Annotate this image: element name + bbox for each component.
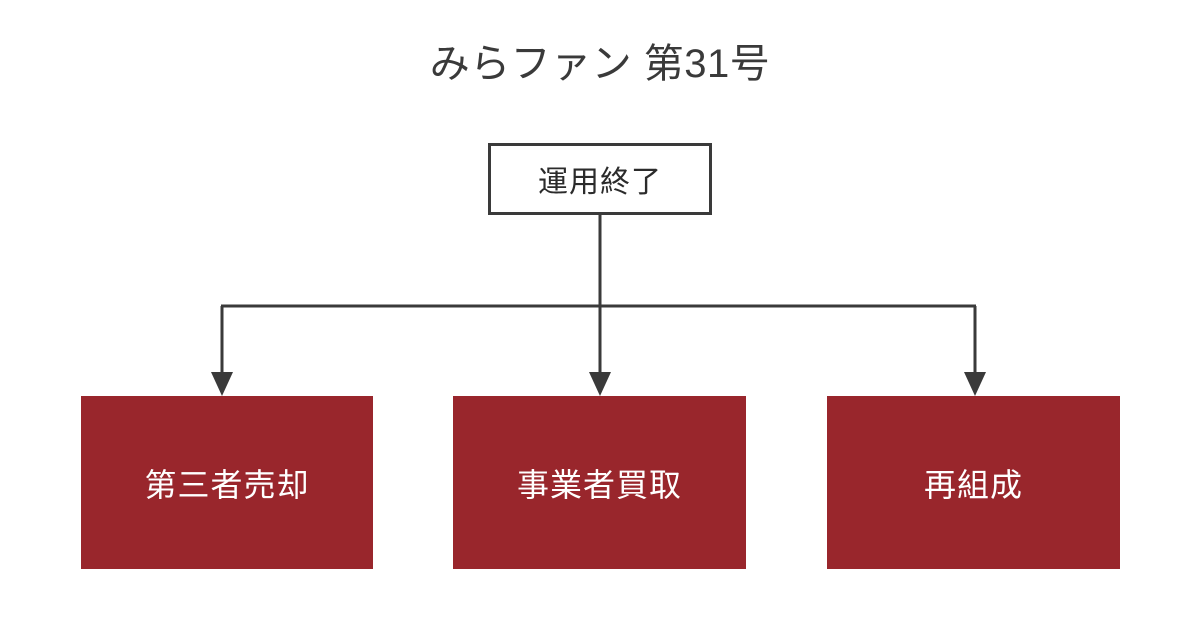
arrowhead-center [589,372,611,396]
node-leaf-operator-buyback[interactable]: 事業者買取 [453,396,746,569]
node-leaf-label: 第三者売却 [144,466,310,503]
node-leaf-third-party-sale[interactable]: 第三者売却 [81,396,373,569]
arrowhead-right [964,372,986,396]
arrowhead-left [211,372,233,396]
node-root-operation-end[interactable]: 運用終了 [488,143,712,215]
node-leaf-restructure[interactable]: 再組成 [827,396,1120,569]
node-root-label: 運用終了 [538,166,662,199]
node-leaf-label: 再組成 [923,466,1023,503]
page-title: みらファン 第31号 [429,42,771,86]
node-leaf-label: 事業者買取 [516,466,682,503]
